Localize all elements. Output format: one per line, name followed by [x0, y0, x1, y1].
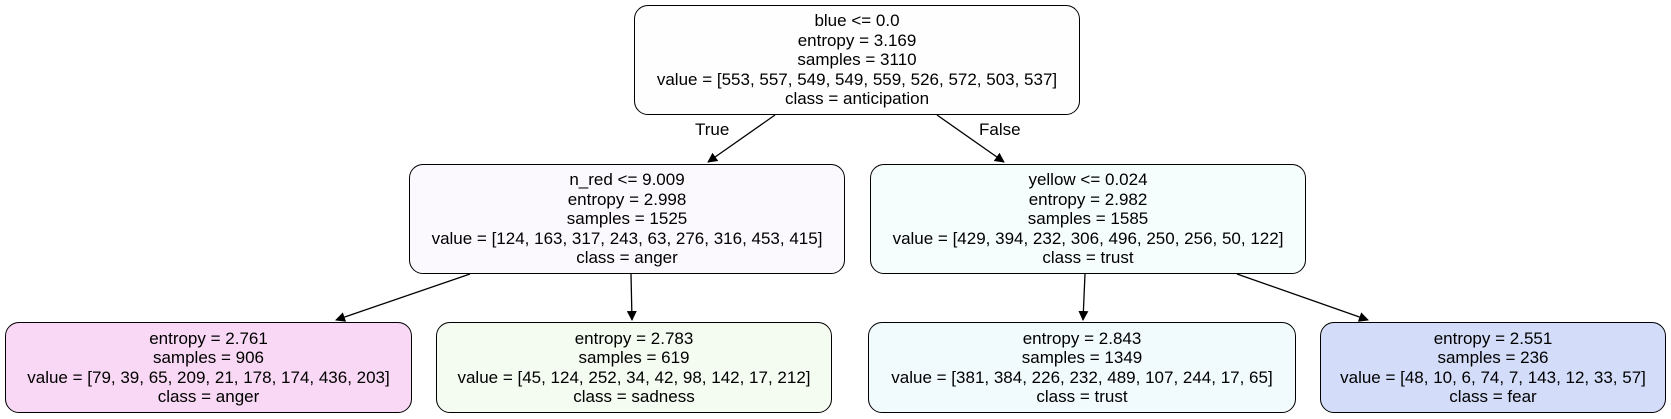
node-value: value = [429, 394, 232, 306, 496, 250, 2…: [892, 228, 1284, 248]
tree-leaf-right-left: entropy = 2.843 samples = 1349 value = […: [868, 322, 1296, 413]
node-samples: samples = 1525: [566, 209, 688, 229]
node-split-rule: yellow <= 0.024: [1028, 170, 1148, 190]
edge-left-to-left-right: [626, 273, 637, 321]
edge-root-to-left: [707, 114, 776, 163]
node-value: value = [45, 124, 252, 34, 42, 98, 142, …: [457, 367, 811, 387]
node-class: class = anger: [576, 248, 678, 268]
node-class: class = sadness: [573, 387, 695, 406]
tree-leaf-left-left: entropy = 2.761 samples = 906 value = [7…: [5, 322, 412, 413]
node-value: value = [124, 163, 317, 243, 63, 276, 31…: [431, 228, 823, 248]
node-entropy: entropy = 2.551: [1433, 328, 1553, 348]
node-samples: samples = 619: [578, 348, 690, 367]
node-samples: samples = 3110: [797, 50, 917, 70]
node-samples: samples = 1585: [1027, 209, 1149, 229]
node-samples: samples = 906: [152, 348, 265, 367]
node-class: class = anticipation: [784, 89, 930, 109]
node-value: value = [381, 384, 226, 232, 489, 107, 2…: [891, 367, 1273, 387]
tree-leaf-left-right: entropy = 2.783 samples = 619 value = [4…: [436, 322, 832, 413]
edge-label-false: False: [979, 120, 1021, 139]
node-entropy: entropy = 3.169: [797, 30, 917, 50]
node-split-rule: n_red <= 9.009: [569, 170, 685, 190]
node-class: class = trust: [1042, 248, 1134, 268]
node-class: class = fear: [1449, 387, 1537, 406]
tree-leaf-right-right: entropy = 2.551 samples = 236 value = [4…: [1320, 322, 1666, 413]
node-class: class = anger: [157, 387, 260, 406]
edge-left-to-left-left: [335, 273, 471, 322]
tree-node-root: blue <= 0.0 entropy = 3.169 samples = 31…: [634, 5, 1080, 115]
node-entropy: entropy = 2.783: [574, 328, 694, 348]
node-split-rule: blue <= 0.0: [814, 11, 900, 31]
edge-root-to-right: [936, 114, 1005, 163]
node-entropy: entropy = 2.998: [567, 189, 687, 209]
node-samples: samples = 236: [1437, 348, 1549, 367]
node-value: value = [48, 10, 6, 74, 7, 143, 12, 33, …: [1340, 367, 1646, 387]
edge-right-to-right-left: [1078, 273, 1089, 321]
node-class: class = trust: [1036, 387, 1128, 406]
node-entropy: entropy = 2.761: [149, 328, 268, 348]
node-entropy: entropy = 2.843: [1022, 328, 1142, 348]
edge-label-true: True: [695, 120, 730, 139]
edge-right-to-right-right: [1236, 273, 1369, 322]
node-samples: samples = 1349: [1021, 348, 1143, 367]
node-value: value = [553, 557, 549, 549, 559, 526, 5…: [656, 69, 1058, 89]
tree-node-left: n_red <= 9.009 entropy = 2.998 samples =…: [409, 164, 845, 274]
node-entropy: entropy = 2.982: [1028, 189, 1148, 209]
node-value: value = [79, 39, 65, 209, 21, 178, 174, …: [27, 367, 390, 387]
tree-node-right: yellow <= 0.024 entropy = 2.982 samples …: [870, 164, 1306, 274]
